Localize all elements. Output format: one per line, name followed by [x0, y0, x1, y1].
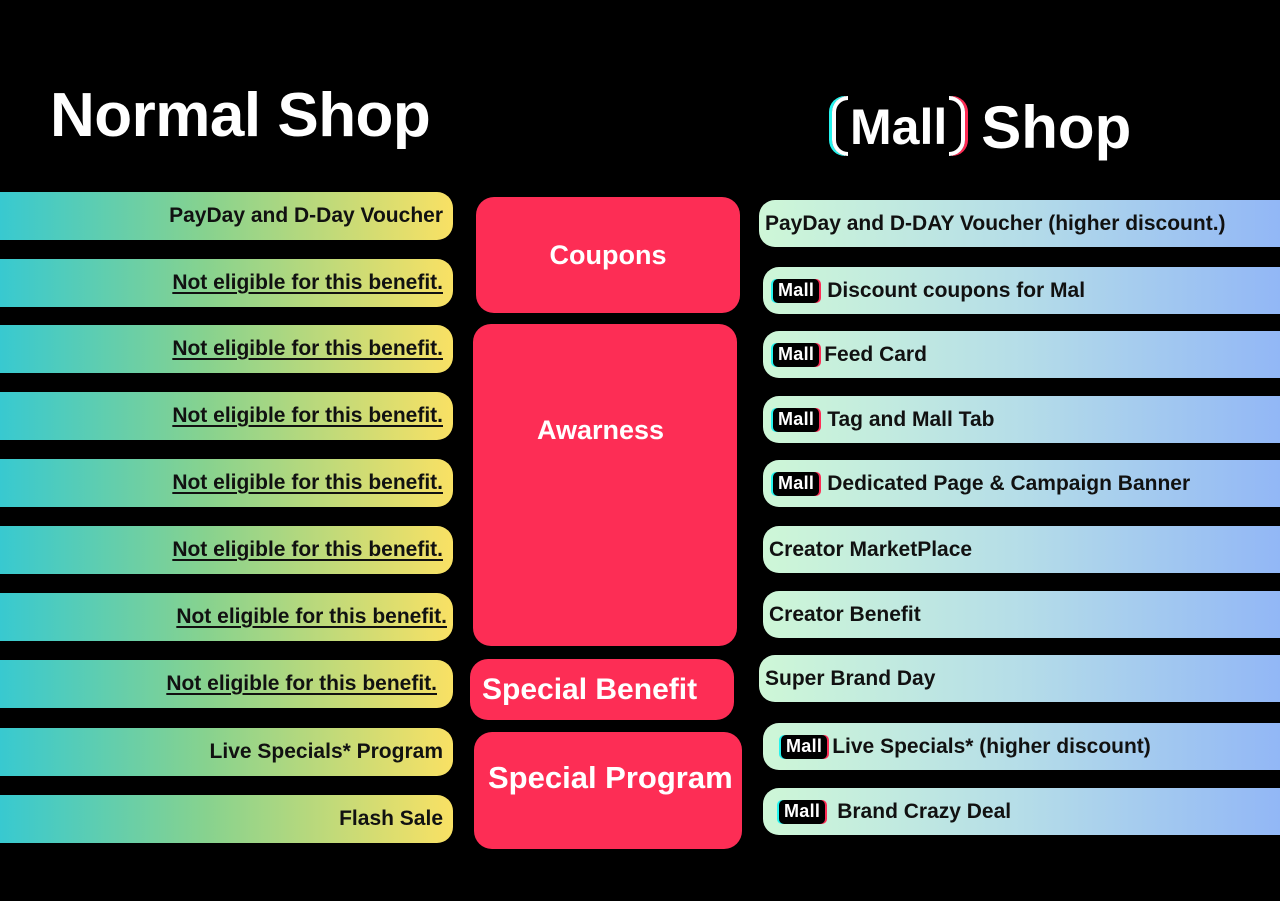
row-text: Creator MarketPlace — [769, 537, 973, 561]
mall-shop-row: Creator MarketPlace — [763, 526, 1280, 573]
mall-shop-row: Mall Brand Crazy Deal — [763, 788, 1280, 835]
mall-shop-title: Mall Shop — [832, 92, 1131, 162]
normal-shop-row: Not eligible for this benefit. — [0, 526, 453, 574]
row-text: Flash Sale — [339, 807, 443, 830]
mall-shop-row: Super Brand Day — [759, 655, 1280, 702]
normal-shop-row: Not eligible for this benefit. — [0, 593, 453, 641]
mall-badge-icon: Mall — [773, 278, 820, 303]
mall-shop-row: Mall Discount coupons for Mal — [763, 267, 1280, 314]
mall-shop-row: Creator Benefit — [763, 591, 1280, 638]
normal-shop-row: Not eligible for this benefit. — [0, 259, 453, 307]
normal-shop-row: Not eligible for this benefit. — [0, 660, 453, 708]
category-label: Special Benefit — [482, 672, 698, 706]
row-text: Not eligible for this benefit. — [172, 271, 443, 294]
row-text: Live Specials* (higher discount) — [832, 734, 1151, 758]
logo-bracket-right — [949, 96, 966, 156]
row-text: Not eligible for this benefit. — [172, 538, 443, 561]
category-special-benefit: Special Benefit — [470, 659, 734, 720]
row-text: Not eligible for this benefit. — [172, 404, 443, 427]
row-text: Discount coupons for Mal — [827, 278, 1086, 302]
row-text: Brand Crazy Deal — [837, 799, 1012, 823]
mall-badge-icon: Mall — [773, 407, 820, 432]
category-coupons: Coupons — [476, 197, 740, 313]
normal-shop-row: Not eligible for this benefit. — [0, 459, 453, 507]
logo-bracket-left — [832, 96, 848, 156]
mall-badge-icon: Mall — [773, 342, 820, 367]
category-label: Special Program — [488, 760, 733, 795]
mall-badge-icon: Mall — [781, 734, 828, 759]
category-label: Awarness — [537, 415, 665, 445]
row-text: PayDay and D-DAY Voucher (higher discoun… — [765, 211, 1226, 235]
mall-shop-row: Mall Dedicated Page & Campaign Banner — [763, 460, 1280, 507]
category-label: Coupons — [549, 239, 667, 270]
normal-shop-row: Not eligible for this benefit. — [0, 325, 453, 373]
row-text: Creator Benefit — [769, 602, 921, 626]
row-text: Live Specials* Program — [209, 740, 443, 763]
row-text: Not eligible for this benefit. — [172, 337, 443, 360]
row-text: Not eligible for this benefit. — [172, 471, 443, 494]
normal-shop-row: Flash Sale — [0, 795, 453, 843]
shop-word: Shop — [981, 93, 1132, 161]
row-text: Not eligible for this benefit. — [176, 605, 447, 628]
normal-shop-row: Not eligible for this benefit. — [0, 392, 453, 440]
row-text: Super Brand Day — [765, 666, 936, 690]
mall-badge-icon: Mall — [773, 471, 820, 496]
row-text: Dedicated Page & Campaign Banner — [827, 471, 1191, 495]
row-text: PayDay and D-Day Voucher — [169, 204, 443, 227]
normal-shop-row: Live Specials* Program — [0, 728, 453, 776]
category-special-program: Special Program — [474, 732, 742, 849]
mall-badge-icon: Mall — [779, 799, 826, 824]
row-text: Not eligible for this benefit. — [166, 672, 437, 695]
normal-shop-title: Normal Shop — [50, 81, 431, 150]
mall-shop-row: PayDay and D-DAY Voucher (higher discoun… — [759, 200, 1280, 247]
row-text: Feed Card — [824, 342, 927, 366]
mall-logo-text: Mall — [850, 99, 948, 155]
category-awareness: Awarness — [473, 324, 737, 646]
normal-shop-row: PayDay and D-Day Voucher — [0, 192, 453, 240]
mall-logo: Mall — [832, 96, 966, 156]
row-text: Tag and Mall Tab — [827, 407, 995, 431]
mall-shop-row: Mall Tag and Mall Tab — [763, 396, 1280, 443]
